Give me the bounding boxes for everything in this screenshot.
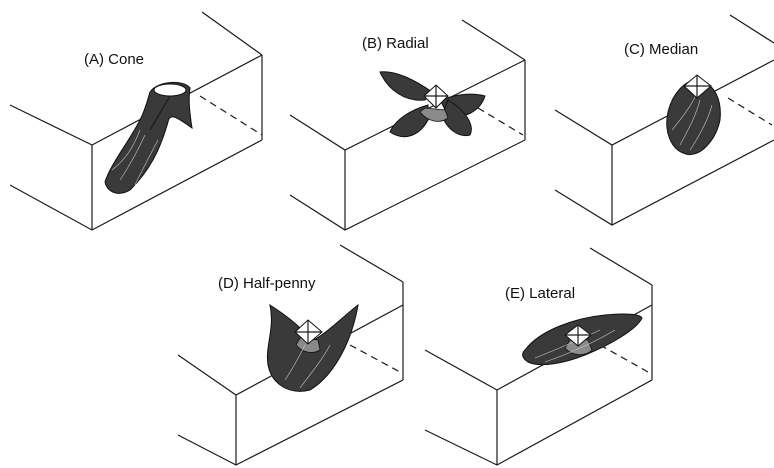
caption-median: (C) Median (624, 41, 698, 58)
panel-median: (C) Median (554, 14, 774, 226)
lateral-crack (522, 313, 643, 366)
panel-lateral: (E) Lateral (424, 247, 653, 466)
caption-lateral: (E) Lateral (505, 285, 575, 302)
specimen-block-c (554, 14, 774, 226)
half-penny-crack (266, 303, 359, 392)
caption-cone: (A) Cone (84, 51, 144, 68)
panel-cone: (A) Cone (9, 11, 263, 231)
specimen-block-a (9, 11, 263, 231)
caption-half-penny: (D) Half-penny (218, 275, 316, 292)
caption-radial: (B) Radial (362, 35, 429, 52)
specimen-block-b (289, 19, 526, 231)
radial-crack (379, 71, 486, 138)
panel-half-penny: (D) Half-penny (177, 244, 404, 466)
panel-radial: (B) Radial (289, 19, 526, 231)
cone-crack (104, 82, 193, 194)
median-crack (666, 74, 721, 156)
